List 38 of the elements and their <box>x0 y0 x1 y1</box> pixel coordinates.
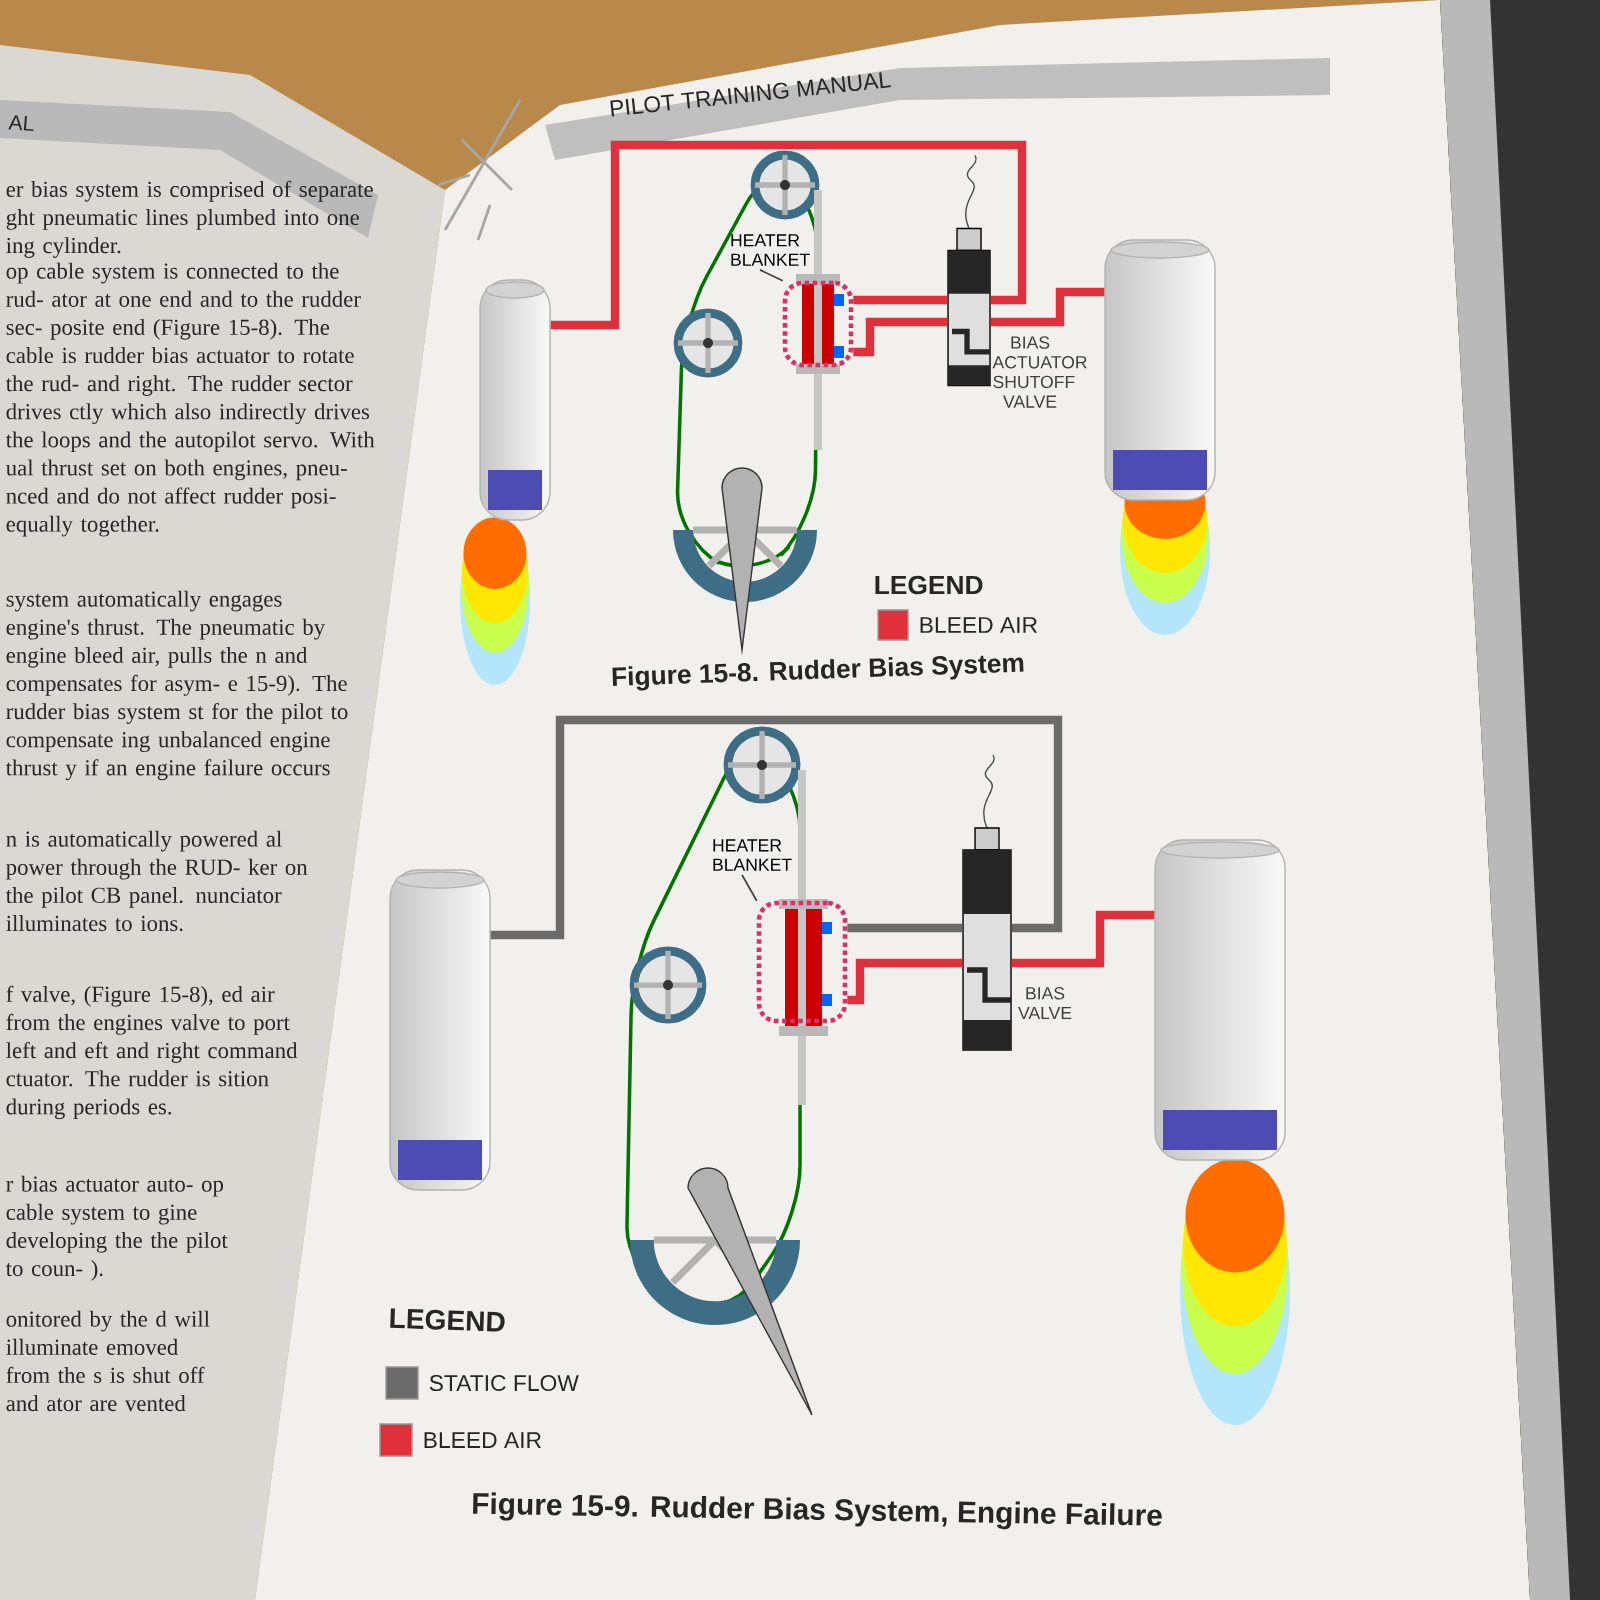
pipe-line <box>847 958 963 1005</box>
pipe-line <box>853 317 948 357</box>
body-text: er bias system is comprised of separate ght pneumatic lines plumbed into one ing cylinder. <box>6 180 373 258</box>
figure-caption: Figure 15-9. Rudder Bias System, Engine Failure <box>473 1492 1162 1530</box>
engine-drawing <box>479 279 551 521</box>
body-text: onitored by the d will illuminate emoved from the s is shut off and ator are vented <box>6 1310 210 1412</box>
pipe-line <box>1011 910 1155 968</box>
valve-drawing <box>962 754 1012 1051</box>
part-label: HEATER BLANKET <box>713 839 792 871</box>
pipe-line <box>550 140 1027 330</box>
valve-label: BIAS ACTUATOR SHUTOFF VALVE <box>992 336 1087 408</box>
legend-text: BLEED AIR <box>920 617 1037 633</box>
legend-title: LEGEND <box>875 575 983 595</box>
heater-blanket-outline <box>756 900 848 1024</box>
body-text: system automatically engages engine's thrust. The pneumatic by engine bleed air, pulls the n and compensates for asym- e 15-9). The rudder bias system st for the pilot to compensate ing unbalanced engine thrust y if an engine failure occurs <box>5 590 348 781</box>
pipe-line <box>490 715 1063 940</box>
body-text: op cable system is connected to the rud- ator at one end and to the rudder sec- posite end (Figure 15-8). The cable is rudder bias actuator to rotate the rud- and right. The rudder sector drives ctly which also indirectly drives the loops and the autopilot servo. With ual thrust set on both engines, pneu- nced and do not affect rudder posi- equally together. <box>5 262 375 537</box>
body-text: n is automatically powered al power through the RUD- ker on the pilot CB panel. nunciator illuminates to ions. <box>5 830 308 932</box>
valve-drawing <box>947 154 991 387</box>
legend-text: BLEED AIR <box>424 1432 541 1448</box>
valve-label: BIAS VALVE <box>1018 987 1072 1019</box>
heater-blanket-outline <box>782 280 854 368</box>
engine-drawing <box>1154 839 1286 1161</box>
figure-caption: Figure 15-8. Rudder Bias System <box>612 655 1024 691</box>
legend-text: STATIC FLOW <box>429 1374 579 1392</box>
body-text: f valve, (Figure 15-8), ed air from the engines valve to port left and eft and right command ctuator. The rudder is sition during periods es. <box>6 985 298 1120</box>
part-label: HEATER BLANKET <box>731 234 810 266</box>
pipe-line <box>853 295 948 305</box>
leader-line <box>759 269 784 282</box>
body-text: r bias actuator auto- op cable system to gine developing the the pilot to coun- ). <box>5 1175 228 1281</box>
engine-drawing <box>1104 239 1216 501</box>
pipe-line <box>990 287 1105 327</box>
pipe-line <box>847 923 963 933</box>
legend-title: LEGEND <box>390 1308 505 1332</box>
header-text: PILOT TRAINING MANUAL <box>610 72 891 117</box>
header-text: AL <box>8 115 34 132</box>
leader-line <box>741 874 758 902</box>
engine-drawing <box>389 869 491 1191</box>
